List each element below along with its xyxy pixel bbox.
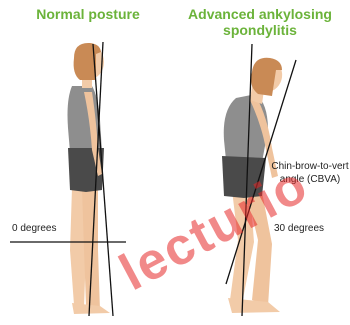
left-figure-front-leg [82,188,100,310]
normal-posture-figure [10,42,126,316]
left-angle-label: 0 degrees [12,222,56,235]
